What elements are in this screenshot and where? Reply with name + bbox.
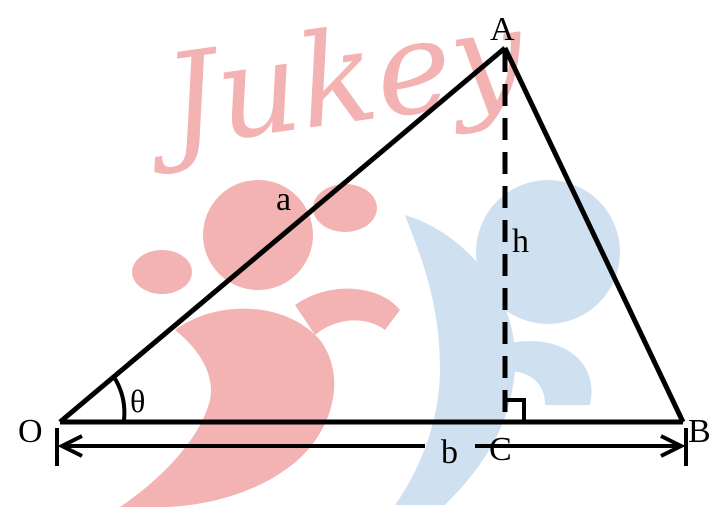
watermark-blue-swoosh — [395, 215, 516, 505]
watermark-pink-arm — [295, 288, 400, 335]
right-angle-marker — [505, 398, 526, 420]
watermark-pink-bow-right — [313, 184, 377, 232]
watermark-pink-head — [203, 180, 313, 290]
label-base: b — [441, 434, 458, 471]
watermark-pink-body — [120, 308, 335, 507]
label-angle: θ — [130, 383, 145, 419]
triangle — [58, 46, 686, 425]
base-arrowhead-left — [57, 434, 83, 458]
watermark: Jukey — [120, 0, 620, 507]
angle-arc — [112, 375, 127, 421]
watermark-text: Jukey — [134, 0, 534, 181]
label-vertex-a: A — [490, 11, 515, 48]
side-oa — [58, 46, 507, 424]
label-side-a: a — [276, 181, 291, 218]
label-vertex-o: O — [18, 413, 43, 450]
watermark-pink-bow-left — [132, 250, 192, 294]
base-dimension — [55, 428, 688, 466]
label-vertex-b: B — [688, 413, 711, 450]
base-arrowhead-right — [660, 434, 686, 458]
side-ab — [502, 46, 686, 424]
label-vertex-c: C — [489, 431, 512, 468]
label-height: h — [512, 223, 529, 260]
watermark-blue-hook — [500, 341, 592, 405]
